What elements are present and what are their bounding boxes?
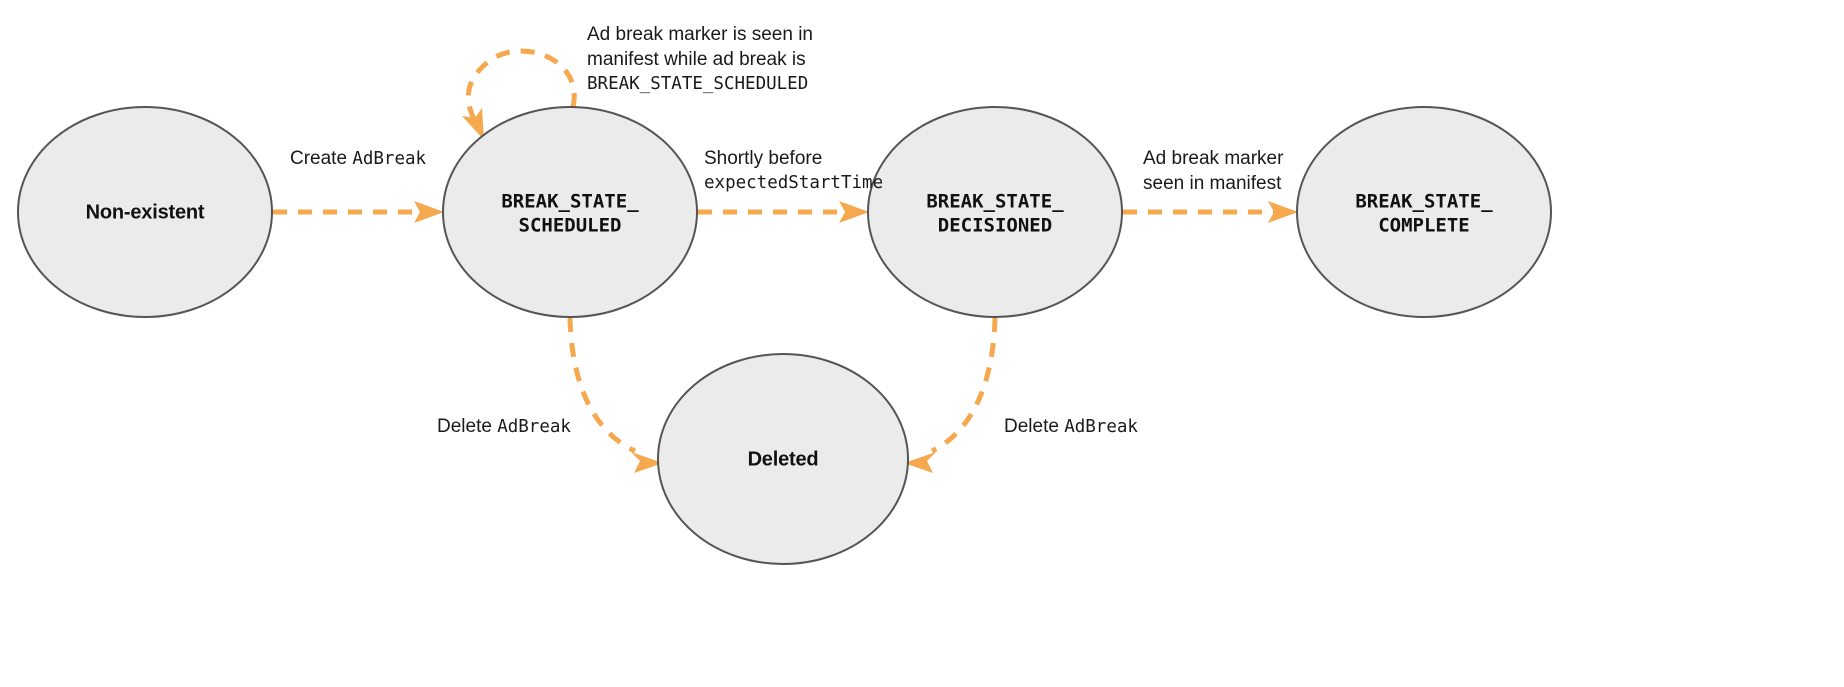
node-break-state-scheduled[interactable]: BREAK_STATE_ SCHEDULED [442,106,698,318]
edge-delete-from-scheduled [567,317,663,473]
node-break-state-scheduled-label-line2: SCHEDULED [519,215,622,237]
node-break-state-complete-shape[interactable] [1296,106,1552,318]
edge-label-delete-decisioned-run-1: AdBreak [1064,417,1138,437]
node-non-existent[interactable]: Non-existent [17,106,273,318]
node-break-state-scheduled-shape[interactable] [442,106,698,318]
edge-label-self-loop-line-1: Ad break marker is seen in [587,24,813,45]
node-non-existent-shape[interactable] [17,106,273,318]
edge-label-delete-from-scheduled: Delete AdBreak [437,414,571,440]
node-deleted-shape[interactable] [657,353,909,565]
node-deleted-label: Deleted [748,448,819,470]
edge-label-marker-seen-in-manifest: Ad break marker seen in manifest [1143,146,1283,196]
edge-label-delete-from-decisioned: Delete AdBreak [1004,414,1138,440]
edge-shortly-before [698,201,869,223]
edge-label-delete-decisioned-run-0: Delete [1004,416,1065,437]
node-break-state-scheduled-label-line1: BREAK_STATE_ [501,191,639,213]
edge-label-shortly-before-line-2: expectedStartTime [704,173,884,193]
edge-label-self-loop-scheduled: Ad break marker is seen in manifest whil… [587,22,813,97]
node-break-state-decisioned-label-line1: BREAK_STATE_ [926,191,1064,213]
node-deleted[interactable]: Deleted [657,353,909,565]
edge-self-loop-scheduled-arrowhead [462,108,484,140]
edge-label-create-adbreak-run-1: AdBreak [352,149,427,169]
edge-label-create-adbreak-run-0: Create [290,148,353,169]
edge-delete-from-decisioned-arrowhead [904,452,936,473]
edge-label-delete-scheduled-run-0: Delete [437,416,498,437]
node-break-state-complete-label-line2: COMPLETE [1378,215,1470,237]
edge-create-adbreak [273,201,444,223]
edge-delete-from-scheduled-line [567,317,637,454]
edge-marker-seen-in-manifest [1123,201,1298,223]
node-break-state-decisioned-label-line2: DECISIONED [938,215,1052,237]
edge-self-loop-scheduled-line [465,48,577,125]
edge-label-marker-seen-line-1: Ad break marker [1143,148,1284,169]
node-break-state-complete-label-line1: BREAK_STATE_ [1355,191,1493,213]
edge-label-shortly-before: Shortly before expectedStartTime [704,146,883,196]
edge-create-adbreak-arrowhead [414,201,444,223]
edge-label-shortly-before-line-1: Shortly before [704,148,823,169]
edge-delete-from-scheduled-arrowhead [631,452,663,473]
node-non-existent-label: Non-existent [86,201,205,223]
edge-shortly-before-arrowhead [839,201,869,223]
edge-self-loop-scheduled [462,48,577,140]
edge-label-self-loop-line-3: BREAK_STATE_SCHEDULED [587,74,809,94]
edge-label-create-adbreak: Create AdBreak [290,146,426,172]
edge-delete-from-decisioned-line [930,317,998,454]
edge-label-delete-scheduled-run-1: AdBreak [497,417,571,437]
edge-delete-from-decisioned [904,317,998,473]
node-break-state-complete[interactable]: BREAK_STATE_ COMPLETE [1296,106,1552,318]
edge-label-self-loop-line-2: manifest while ad break is [587,49,806,70]
edge-label-marker-seen-line-2: seen in manifest [1143,173,1282,194]
edge-marker-seen-in-manifest-arrowhead [1268,201,1298,223]
node-break-state-decisioned[interactable]: BREAK_STATE_ DECISIONED [867,106,1123,318]
node-break-state-decisioned-shape[interactable] [867,106,1123,318]
